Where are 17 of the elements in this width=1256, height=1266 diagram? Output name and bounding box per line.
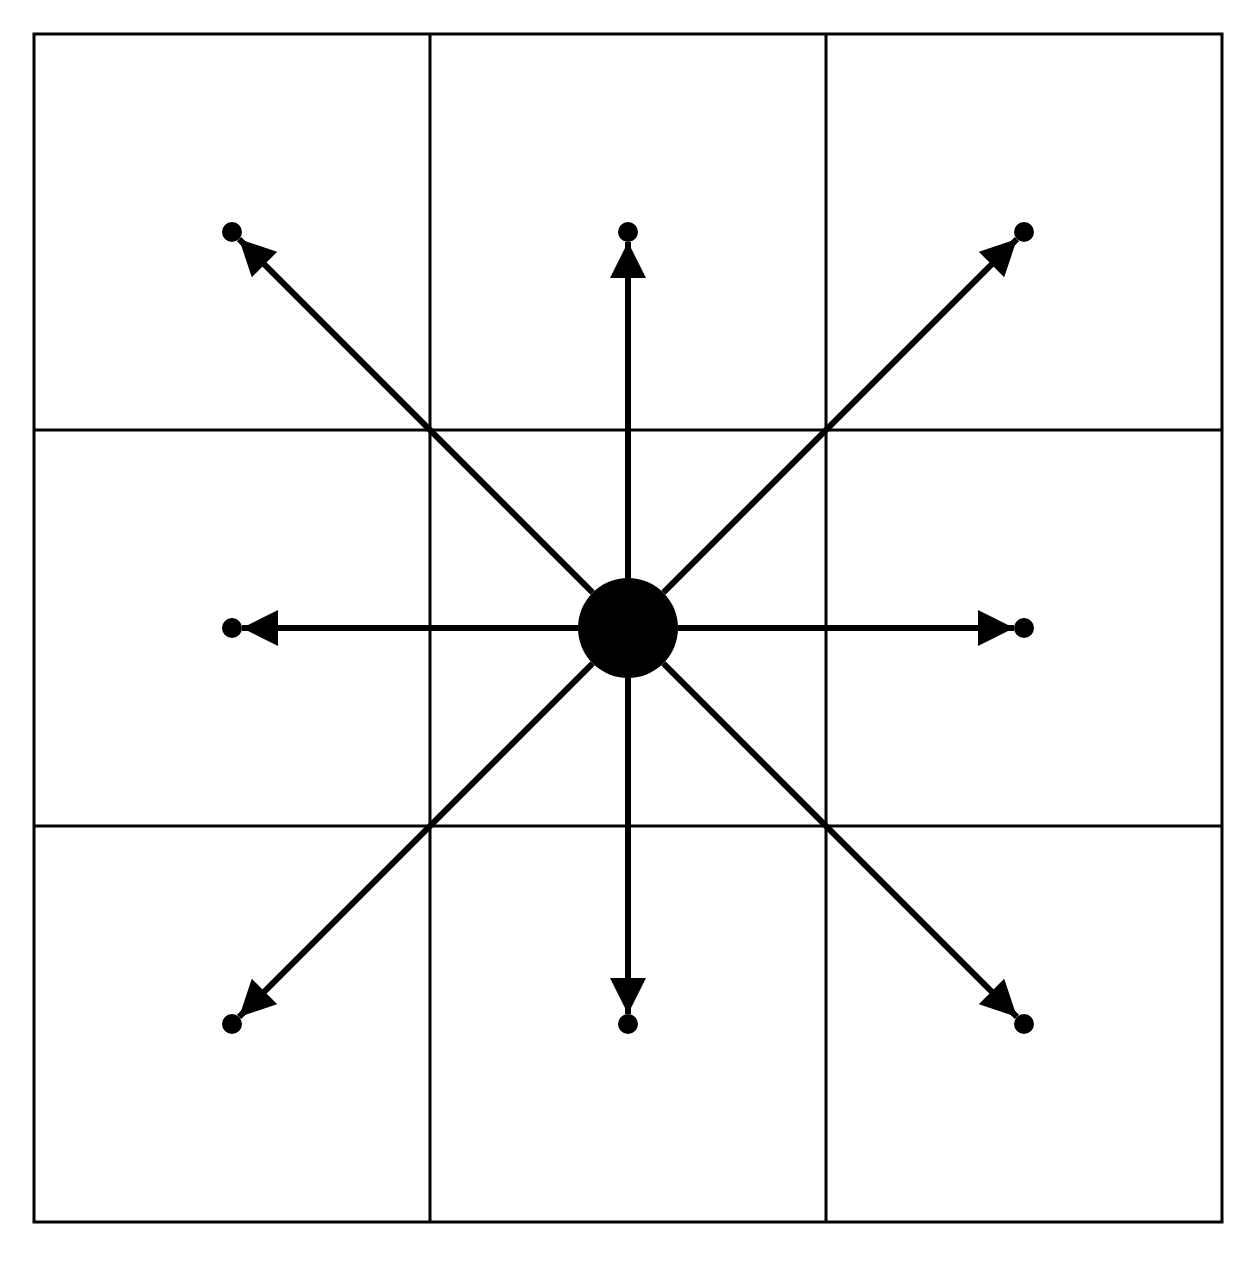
arrow [678, 610, 1014, 646]
arrow [661, 661, 1020, 1020]
arrow [661, 236, 1020, 595]
arrow [242, 610, 578, 646]
arrow [236, 661, 595, 1020]
end-dot [1014, 618, 1034, 638]
end-dot [618, 222, 638, 242]
end-dot [618, 1014, 638, 1034]
end-dot [222, 618, 242, 638]
arrow [236, 236, 595, 595]
end-dot [1014, 222, 1034, 242]
end-dot [1014, 1014, 1034, 1034]
arrow [610, 242, 646, 578]
end-dot [222, 1014, 242, 1034]
arrow [610, 678, 646, 1014]
hub-dot [578, 578, 678, 678]
end-dot [222, 222, 242, 242]
